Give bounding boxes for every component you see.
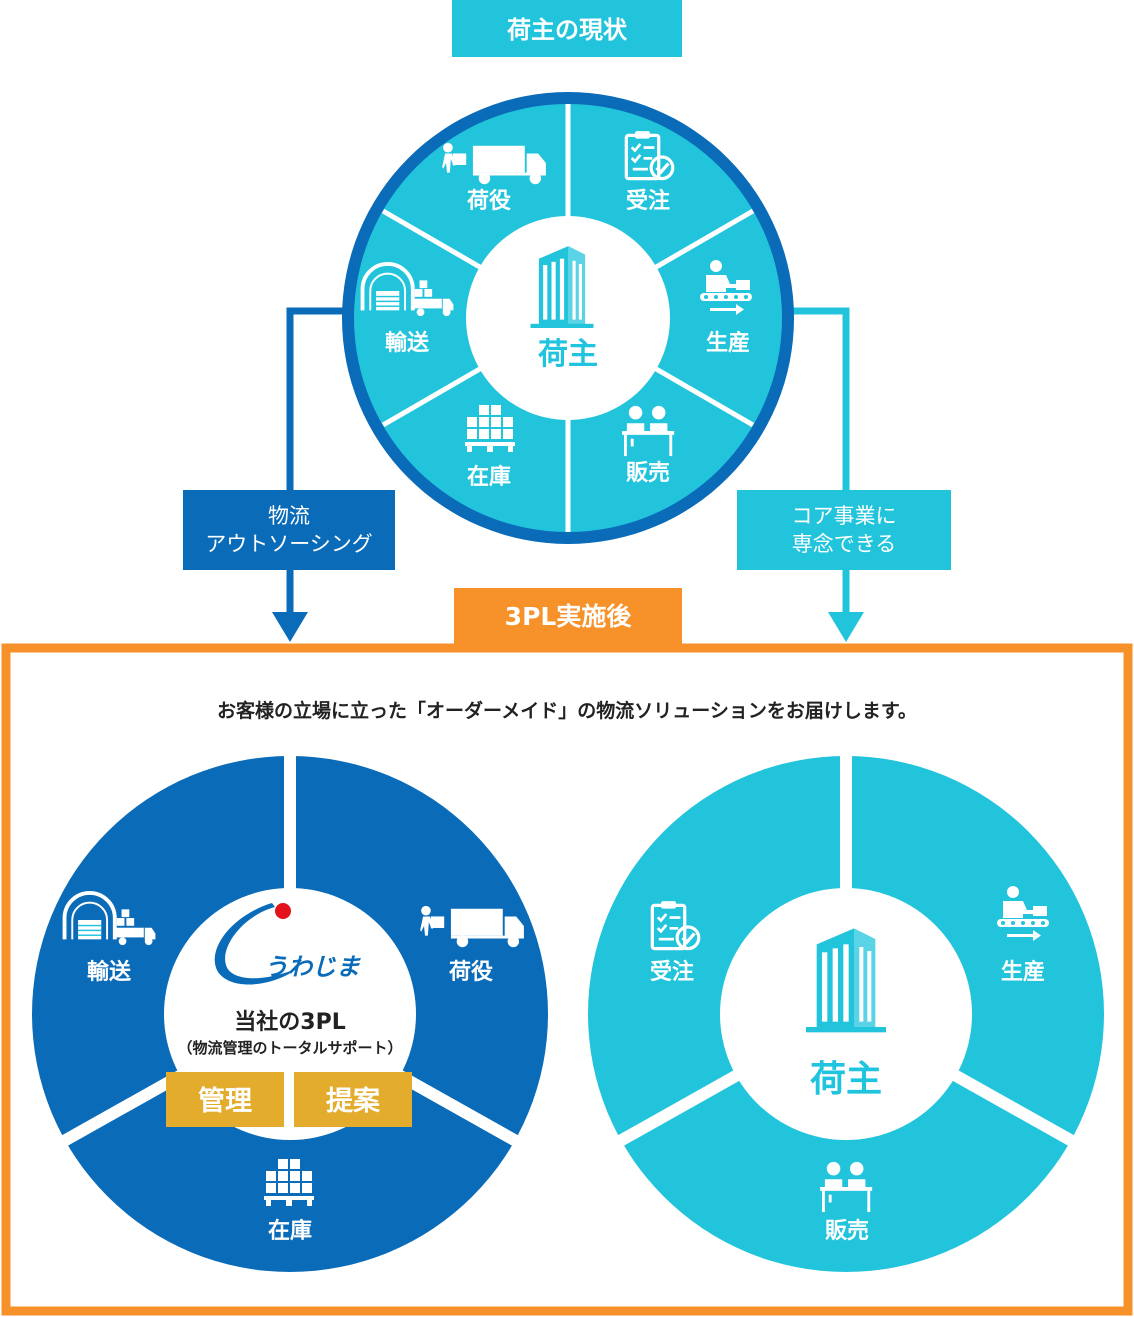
top-wheel: 荷主 荷役 受注 生産 販売 在庫 輸送 <box>342 92 794 544</box>
top-segment-juchu: 受注 <box>626 188 670 214</box>
left-callout-line2: アウトソーシング <box>205 532 373 556</box>
top-segment-hanbai: 販売 <box>626 460 670 486</box>
left-wheel: うわじま 当社の3PL （物流管理のトータルサポート） 管理 提案 輸送 荷役 … <box>32 750 548 1272</box>
logo-text: うわじま <box>264 953 361 981</box>
right-callout: コア事業に 専念できる <box>737 490 951 570</box>
left-wheel-subtitle: （物流管理のトータルサポート） <box>177 1039 402 1057</box>
left-segment-yuso: 輸送 <box>87 959 131 985</box>
right-callout-line1: コア事業に <box>792 504 897 528</box>
header-current-badge: 荷主の現状 <box>452 0 682 57</box>
top-segment-niyaku: 荷役 <box>467 189 511 214</box>
right-wheel-center-label: 荷主 <box>810 1059 882 1100</box>
header-after-label: 3PL実施後 <box>505 602 633 631</box>
tagline: お客様の立場に立った「オーダーメイド」の物流ソリューションをお届けします。 <box>217 699 917 722</box>
right-connector <box>793 307 864 642</box>
left-callout-line1: 物流 <box>268 504 310 528</box>
right-wheel: 荷主 受注 生産 販売 <box>588 750 1104 1272</box>
badge-teian-label: 提案 <box>326 1085 381 1117</box>
header-after-badge: 3PL実施後 <box>454 588 682 644</box>
right-segment-hanbai: 販売 <box>825 1218 869 1244</box>
header-current-label: 荷主の現状 <box>507 16 628 44</box>
right-segment-juchu: 受注 <box>650 959 694 985</box>
top-segment-seisan: 生産 <box>706 330 750 356</box>
badge-kanri-label: 管理 <box>198 1086 252 1117</box>
top-segment-yuso: 輸送 <box>385 330 429 356</box>
badge-teian: 提案 <box>294 1072 412 1127</box>
building-icon <box>531 246 594 328</box>
left-callout: 物流 アウトソーシング <box>183 490 395 570</box>
company-logo: うわじま <box>214 903 361 985</box>
left-segment-niyaku: 荷役 <box>449 960 493 985</box>
left-segment-zaiko: 在庫 <box>268 1218 312 1244</box>
building-icon <box>806 928 886 1032</box>
left-connector <box>272 307 345 642</box>
top-segment-zaiko: 在庫 <box>467 464 511 490</box>
top-wheel-center-label: 荷主 <box>538 337 598 372</box>
left-wheel-title: 当社の3PL <box>234 1009 345 1035</box>
right-segment-seisan: 生産 <box>1001 959 1045 985</box>
badge-kanri: 管理 <box>166 1072 284 1127</box>
right-callout-line2: 専念できる <box>792 532 897 556</box>
